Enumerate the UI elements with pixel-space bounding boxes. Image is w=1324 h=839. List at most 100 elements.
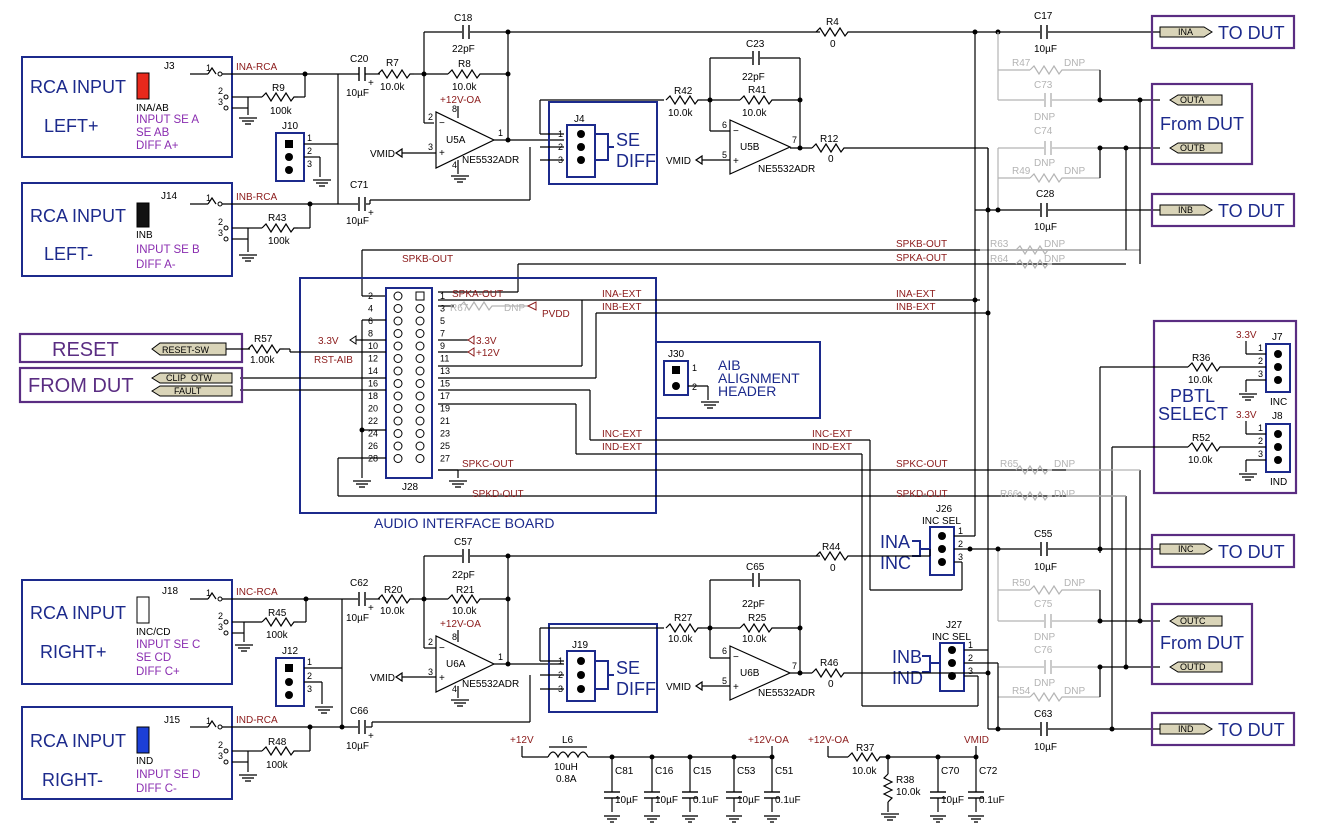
r66-dnp: DNP: [1054, 489, 1075, 500]
j28-pin: [415, 441, 425, 451]
r45-ref: R45: [268, 608, 287, 619]
j28-pin-label: 15: [440, 379, 450, 389]
rca-left-minus-line1: INPUT SE B: [136, 244, 200, 256]
j30-header-line1: AIB: [718, 357, 741, 373]
j19-se: SE: [616, 658, 640, 678]
r4-val: 0: [830, 39, 836, 50]
svg-text:1: 1: [498, 652, 503, 662]
j28-pin-label: 23: [440, 429, 450, 439]
j27-jumper: [939, 642, 965, 692]
j28-pin-label: 17: [440, 391, 450, 401]
rca-right-plus-line2: SE CD: [136, 652, 171, 664]
from-dut-cd-label: From DUT: [1160, 633, 1244, 653]
j30-box: [655, 341, 821, 419]
j28-pin-label: 26: [368, 441, 378, 451]
c63-ref: C63: [1034, 709, 1053, 720]
c20-val: 10µF: [346, 88, 369, 99]
net-spkc-out-right: SPKC-OUT: [896, 459, 948, 470]
j28-pin: [415, 329, 425, 338]
j7-ref: J7: [1272, 332, 1283, 343]
r57-val: 1.00k: [250, 355, 275, 366]
svg-text:3: 3: [968, 666, 973, 676]
j26-inc: INC: [880, 553, 911, 573]
r25-ref: R25: [748, 613, 767, 624]
c76-dnp: DNP: [1034, 678, 1055, 689]
svg-text:+: +: [733, 682, 739, 693]
svg-text:6: 6: [722, 646, 727, 656]
u6a-opamp: [435, 635, 496, 693]
power-12v-oa: +12V-OA: [748, 735, 789, 746]
c53-ref: C53: [737, 766, 756, 777]
r52-ref: R52: [1192, 433, 1211, 444]
j8-33v: 3.3V: [1236, 410, 1257, 421]
j28-pin-label: 19: [440, 404, 450, 414]
rca-right-plus-net: INC/CD: [136, 627, 170, 638]
rca-left-plus-line1: INPUT SE A: [136, 114, 199, 126]
r27-val: 10.0k: [668, 634, 693, 645]
r36-val: 10.0k: [1188, 375, 1213, 386]
r54-dnp: DNP: [1064, 686, 1085, 697]
c57-ref: C57: [454, 537, 473, 548]
net-spkc-out-left: SPKC-OUT: [462, 459, 514, 470]
r45-val: 100k: [266, 630, 289, 641]
reset-label: RESET: [52, 339, 119, 361]
c28-val: 10µF: [1034, 222, 1057, 233]
r41-ref: R41: [748, 85, 767, 96]
svg-text:6: 6: [722, 120, 727, 130]
rca-left-minus-title: RCA INPUT: [30, 206, 126, 226]
j19-diff: DIFF: [616, 679, 656, 699]
j8-jumper: [1265, 423, 1291, 473]
svg-text:3: 3: [307, 684, 312, 694]
j28-pin: [415, 341, 425, 351]
reset-box: [18, 332, 244, 364]
svg-text:1: 1: [1258, 423, 1263, 433]
c65-val: 22pF: [742, 599, 765, 610]
pbtl-box: [1152, 319, 1298, 495]
r47-ref: R47: [1012, 58, 1031, 69]
j28-pin: [393, 404, 403, 413]
j14-ref: J14: [161, 191, 178, 202]
r20-val: 10.0k: [380, 606, 405, 617]
j28-pin-label: 14: [368, 366, 378, 376]
j19-jumper: [566, 650, 596, 702]
to-dut-inb-box: [1150, 192, 1296, 228]
svg-text:7: 7: [792, 661, 797, 671]
r46-val: 0: [828, 679, 834, 690]
j15-ref: J15: [164, 715, 181, 726]
c16-val: 10µF: [655, 795, 678, 806]
c18-val: 22pF: [452, 44, 475, 55]
r41-val: 10.0k: [742, 108, 767, 119]
j28-pin-label: 18: [368, 391, 378, 401]
svg-text:2: 2: [307, 146, 312, 156]
net-spkb-out-right: SPKB-OUT: [896, 239, 947, 250]
j28-pin: [415, 391, 425, 401]
j28-pin: [415, 416, 425, 426]
r47-dnp: DNP: [1064, 58, 1085, 69]
r65-dnp: DNP: [1054, 459, 1075, 470]
j28-pin-label: 20: [368, 404, 378, 414]
c72-val: 0.1uF: [979, 795, 1005, 806]
to-dut-ind-box: [1150, 711, 1296, 747]
svg-text:3: 3: [218, 228, 223, 238]
r38-ref: R38: [896, 775, 915, 786]
r48-ref: R48: [268, 737, 287, 748]
l6-ref: L6: [562, 735, 574, 746]
tag-reset-sw: RESET-SW: [162, 345, 210, 355]
svg-text:1: 1: [692, 363, 697, 373]
j28-pin: [393, 291, 403, 301]
svg-text:4: 4: [452, 684, 457, 694]
vmid-u5a: VMID: [370, 149, 395, 160]
tag-clip-otw: CLIP_OTW: [166, 373, 213, 383]
j28-pin: [393, 329, 403, 338]
svg-text:4: 4: [452, 160, 457, 170]
net-inc-rca: INC-RCA: [236, 587, 278, 598]
r66-ref: R66: [1000, 489, 1019, 500]
j27-ref: J27: [946, 620, 963, 631]
net-inb-rca: INB-RCA: [236, 192, 277, 203]
aib-title: AUDIO INTERFACE BOARD: [374, 515, 554, 531]
c62-ref: C62: [350, 578, 369, 589]
svg-text:2: 2: [428, 112, 433, 122]
j28-pin: [415, 316, 425, 326]
j8-ref: J8: [1272, 411, 1283, 422]
j28-pin: [393, 354, 403, 363]
